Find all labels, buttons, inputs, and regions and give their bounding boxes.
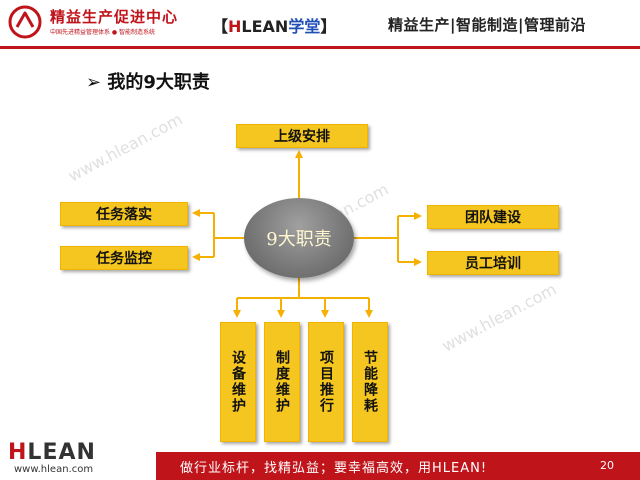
- page-number: 20: [600, 459, 614, 472]
- center-node-label: 9大职责: [266, 229, 332, 250]
- duty-box-equipment-maintenance: 设备维护: [220, 322, 256, 442]
- header: [0, 0, 640, 46]
- tag-lean: LEAN: [241, 17, 289, 36]
- footer-url: www.hlean.com: [14, 464, 94, 475]
- header-slogan: 精益生产|智能制造|管理前沿: [388, 16, 586, 34]
- footer-logo-h: H: [8, 440, 28, 465]
- duty-box-project-promotion: 项目推行: [308, 322, 344, 442]
- duty-box-energy-saving: 节能降耗: [352, 322, 388, 442]
- duty-box-team-building: 团队建设: [427, 205, 559, 229]
- tag-bracket-close: 】: [320, 17, 337, 36]
- page-title: ➢ 我的9大职责: [86, 68, 210, 94]
- duty-box-staff-training: 员工培训: [427, 251, 559, 275]
- footer-logo: HLEAN: [8, 440, 96, 465]
- footer-bar: [156, 452, 640, 480]
- brand-subtitle: 中国先进精益管理体系 ● 智能制造系统: [50, 29, 156, 36]
- hlean-academy-tag: 【HLEAN学堂】: [212, 13, 336, 37]
- duty-box-task-monitoring: 任务监控: [60, 246, 188, 270]
- duty-box-superior-assignment: 上级安排: [236, 124, 368, 148]
- footer-slogan: 做行业标杆，找精弘益；要幸福高效，用HLEAN!: [180, 461, 488, 476]
- duty-box-system-maintenance: 制度维护: [264, 322, 300, 442]
- footer-logo-lean: LEAN: [27, 440, 96, 465]
- title-bullet-icon: ➢: [86, 72, 108, 93]
- brand-logo-icon: [8, 5, 42, 39]
- brand-name: 精益生产促进中心: [50, 8, 179, 26]
- tag-h: H: [228, 17, 242, 36]
- tag-xuetang: 学堂: [288, 17, 321, 36]
- page-title-text: 我的9大职责: [107, 72, 210, 93]
- duty-box-task-implementation: 任务落实: [60, 202, 188, 226]
- tag-bracket-open: 【: [212, 17, 229, 36]
- header-divider: [0, 46, 640, 49]
- center-node: 9大职责: [244, 198, 354, 278]
